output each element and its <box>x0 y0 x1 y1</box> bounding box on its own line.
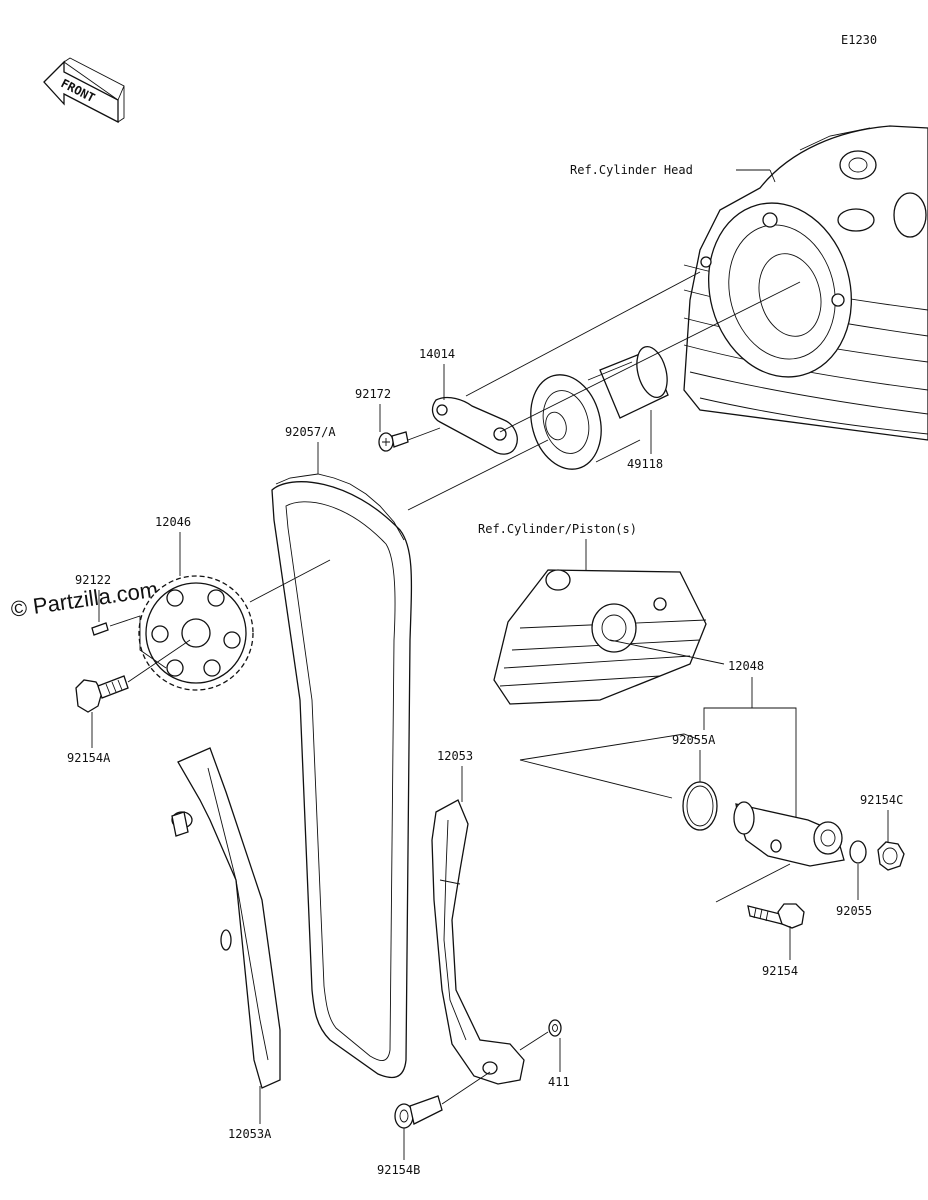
part-label-12053A: 12053A <box>228 1127 272 1141</box>
part-label-92154C: 92154C <box>860 793 903 807</box>
washer-92055 <box>849 840 867 864</box>
cam-sprocket <box>138 575 254 691</box>
front-arrow-icon: FRONT <box>43 57 125 124</box>
screw-92172 <box>378 431 409 452</box>
part-label-92122: 92122 <box>75 573 111 587</box>
gasket-92055A <box>682 781 718 831</box>
part-label-92154B: 92154B <box>377 1163 420 1177</box>
washer-411 <box>548 1019 562 1037</box>
cylinder-block <box>493 569 707 705</box>
ref-cylinder-piston-label: Ref.Cylinder/Piston(s) <box>478 522 637 536</box>
part-label-12048: 12048 <box>728 659 764 673</box>
bolt-92154 <box>747 903 805 929</box>
bolt-92154A <box>75 675 129 713</box>
part-label-12053: 12053 <box>437 749 473 763</box>
ref-cylinder-head-label: Ref.Cylinder Head <box>570 163 693 177</box>
part-label-92154: 92154 <box>762 964 798 978</box>
diagram-code: E1230 <box>841 33 877 47</box>
part-label-92055A: 92055A <box>672 733 716 747</box>
bolt-92154B <box>394 1095 443 1129</box>
part-label-49118: 49118 <box>627 457 663 471</box>
part-label-92057A: 92057/A <box>285 425 336 439</box>
camshaft <box>530 345 669 470</box>
chain-tensioner <box>733 801 845 867</box>
part-label-411: 411 <box>548 1075 570 1089</box>
cylinder-head <box>683 125 928 441</box>
part-label-92172: 92172 <box>355 387 391 401</box>
dowel-pin <box>91 622 109 636</box>
chain-guide-12053A <box>171 747 281 1089</box>
part-label-12046: 12046 <box>155 515 191 529</box>
part-label-92154A: 92154A <box>67 751 111 765</box>
part-label-92055: 92055 <box>836 904 872 918</box>
cap-bolt-92154C <box>877 841 905 871</box>
chain-guide-12053 <box>431 799 525 1085</box>
cam-chain <box>271 473 413 1079</box>
part-label-14014: 14014 <box>419 347 455 361</box>
retainer-plate <box>431 396 518 455</box>
